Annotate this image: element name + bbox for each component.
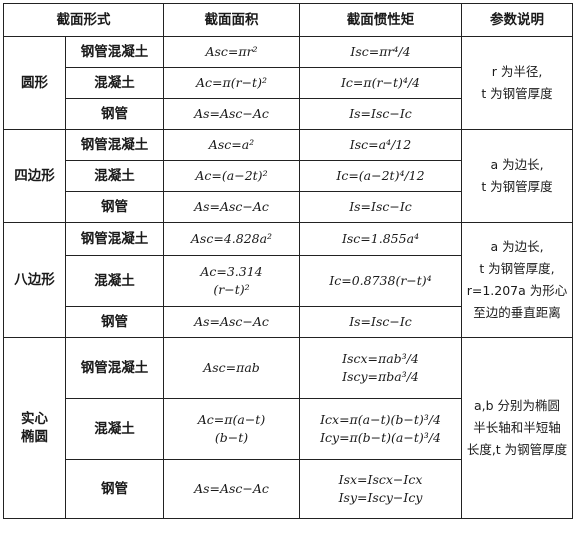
table-row: 实心 椭圆 钢管混凝土 Asc=πab Iscx=πab³/4 Iscy=πba… <box>3 337 573 519</box>
formula-line: Isx=Iscx−Icx <box>338 472 423 487</box>
header-inertia: 截面惯性矩 <box>299 3 462 37</box>
header-area: 截面面积 <box>163 3 300 37</box>
table-row: 四边形 钢管混凝土 Asc=a² Isc=a⁴/12 a 为边长, t 为钢管厚… <box>3 129 573 223</box>
header-row: 截面形式 截面面积 截面惯性矩 参数说明 <box>3 3 573 37</box>
component-cell: 钢管混凝土 <box>65 337 164 399</box>
area-formula: As=Asc−Ac <box>163 306 300 338</box>
shape-cell-octagon: 八边形 <box>3 222 66 338</box>
inertia-formula: Icx=π(a−t)(b−t)³/4 Icy=π(b−t)(a−t)³/4 <box>299 398 462 460</box>
table-row: 混凝土 Ac=π(a−t) (b−t) Icx=π(a−t)(b−t)³/4 I… <box>4 398 573 460</box>
component-cell: 混凝土 <box>65 160 164 192</box>
area-formula: Asc=a² <box>163 129 300 161</box>
area-formula: Ac=π(a−t) (b−t) <box>163 398 300 460</box>
inertia-formula: Is=Isc−Ic <box>299 191 462 223</box>
component-cell: 混凝土 <box>65 398 164 460</box>
formula-line: (r−t)² <box>213 282 250 297</box>
shape-line: 实心 <box>21 411 48 427</box>
notes-cell-ellipse: a,b 分别为椭圆 半长轴和半短轴 长度,t 为钢管厚度 <box>461 337 573 519</box>
area-formula: Ac=3.314 (r−t)² <box>163 255 300 307</box>
area-formula: Asc=4.828a² <box>163 222 300 256</box>
area-formula: Asc=πr² <box>163 36 300 68</box>
table-row: 圆形 钢管混凝土 Asc=πr² Isc=πr⁴/4 r 为半径, t 为钢管厚… <box>3 36 573 130</box>
inertia-formula: Isx=Iscx−Icx Isy=Iscy−Icy <box>299 459 462 519</box>
area-formula: As=Asc−Ac <box>163 191 300 223</box>
component-cell: 钢管混凝土 <box>65 36 164 68</box>
header-shape: 截面形式 <box>3 3 164 37</box>
note-line: 半长轴和半短轴 <box>473 420 561 435</box>
inertia-formula: Ic=(a−2t)⁴/12 <box>299 160 462 192</box>
note-line: 长度,t 为钢管厚度 <box>466 442 568 457</box>
table-row: 混凝土 Ac=3.314 (r−t)² Ic=0.8738(r−t)⁴ <box>4 255 573 307</box>
inertia-formula: Ic=π(r−t)⁴/4 <box>299 67 462 99</box>
inertia-formula: Is=Isc−Ic <box>299 306 462 338</box>
formula-line: Icx=π(a−t)(b−t)³/4 <box>320 412 441 427</box>
notes-cell-circle: r 为半径, t 为钢管厚度 <box>461 36 573 130</box>
formula-line: (b−t) <box>214 430 249 445</box>
table-row: 八边形 钢管混凝土 Asc=4.828a² Isc=1.855a⁴ a 为边长,… <box>3 222 573 338</box>
shape-cell-square: 四边形 <box>3 129 66 223</box>
area-formula: Asc=πab <box>163 337 300 399</box>
inertia-formula: Isc=1.855a⁴ <box>299 222 462 256</box>
component-cell: 钢管混凝土 <box>65 129 164 161</box>
area-formula: Ac=π(r−t)² <box>163 67 300 99</box>
table-row: 钢管 As=Asc−Ac Isx=Iscx−Icx Isy=Iscy−Icy <box>4 459 573 519</box>
inertia-formula: Iscx=πab³/4 Iscy=πba³/4 <box>299 337 462 399</box>
note-line: t 为钢管厚度, <box>479 261 555 276</box>
note-line: t 为钢管厚度 <box>481 179 553 194</box>
section-properties-table: 截面形式 截面面积 截面惯性矩 参数说明 圆形 钢管混凝土 Asc=πr² Is… <box>3 3 573 519</box>
component-cell: 钢管 <box>65 98 164 130</box>
component-cell: 钢管 <box>65 459 164 519</box>
table-row: 钢管 As=Asc−Ac Is=Isc−Ic <box>4 191 573 223</box>
component-cell: 混凝土 <box>65 255 164 307</box>
inertia-formula: Isc=πr⁴/4 <box>299 36 462 68</box>
note-line: t 为钢管厚度 <box>481 86 553 101</box>
component-cell: 混凝土 <box>65 67 164 99</box>
table-row: 混凝土 Ac=(a−2t)² Ic=(a−2t)⁴/12 <box>4 160 573 192</box>
shape-line: 椭圆 <box>21 429 48 445</box>
note-line: 至边的垂直距离 <box>473 305 561 320</box>
component-cell: 钢管混凝土 <box>65 222 164 256</box>
area-formula: As=Asc−Ac <box>163 459 300 519</box>
notes-cell-square: a 为边长, t 为钢管厚度 <box>461 129 573 223</box>
section-properties-table-wrapper: 截面形式 截面面积 截面惯性矩 参数说明 圆形 钢管混凝土 Asc=πr² Is… <box>3 3 573 519</box>
table-row: 钢管 As=Asc−Ac Is=Isc−Ic <box>4 306 573 338</box>
note-line: a 为边长, <box>490 157 544 172</box>
area-formula: As=Asc−Ac <box>163 98 300 130</box>
formula-line: Ac=π(a−t) <box>197 412 266 427</box>
formula-line: Isy=Iscy−Icy <box>338 490 423 505</box>
note-line: r 为半径, <box>491 64 543 79</box>
inertia-formula: Is=Isc−Ic <box>299 98 462 130</box>
component-cell: 钢管 <box>65 191 164 223</box>
component-cell: 钢管 <box>65 306 164 338</box>
formula-line: Iscx=πab³/4 <box>342 351 419 366</box>
inertia-formula: Ic=0.8738(r−t)⁴ <box>299 255 462 307</box>
formula-line: Icy=π(b−t)(a−t)³/4 <box>320 430 441 445</box>
formula-line: Ac=3.314 <box>200 264 263 279</box>
header-notes: 参数说明 <box>461 3 573 37</box>
inertia-formula: Isc=a⁴/12 <box>299 129 462 161</box>
note-line: r=1.207a 为形心 <box>466 283 568 298</box>
shape-cell-ellipse: 实心 椭圆 <box>3 337 66 519</box>
note-line: a,b 分别为椭圆 <box>473 398 561 413</box>
formula-line: Iscy=πba³/4 <box>342 369 419 384</box>
area-formula: Ac=(a−2t)² <box>163 160 300 192</box>
table-row: 混凝土 Ac=π(r−t)² Ic=π(r−t)⁴/4 <box>4 67 573 99</box>
note-line: a 为边长, <box>490 239 544 254</box>
shape-cell-circle: 圆形 <box>3 36 66 130</box>
table-row: 钢管 As=Asc−Ac Is=Isc−Ic <box>4 98 573 130</box>
notes-cell-octagon: a 为边长, t 为钢管厚度, r=1.207a 为形心 至边的垂直距离 <box>461 222 573 338</box>
